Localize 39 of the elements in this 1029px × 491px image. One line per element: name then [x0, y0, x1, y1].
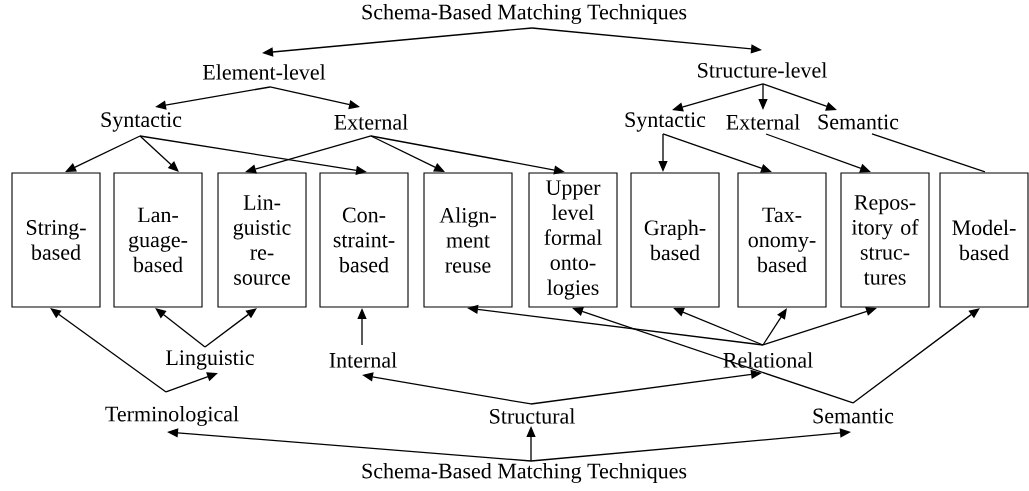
technique-box: Tax- onomy- based	[737, 172, 827, 308]
category-label: Semantic	[813, 408, 894, 424]
technique-box: Lin- guistic re- source	[217, 172, 307, 308]
technique-box: String- based	[11, 172, 101, 308]
technique-box: Model- based	[939, 172, 1029, 308]
arrow	[165, 372, 218, 393]
arrow	[662, 133, 772, 173]
arrow	[673, 307, 764, 346]
arrow	[765, 133, 871, 173]
category-label: Terminological	[105, 406, 239, 426]
connector-line	[871, 133, 986, 173]
category-label: Structural	[490, 408, 575, 424]
arrow	[139, 135, 179, 172]
category-label: Element-level	[202, 64, 326, 80]
category-label: Linguistic	[166, 350, 254, 370]
category-label: Semantic	[818, 114, 899, 130]
arrow	[762, 308, 787, 346]
arrow	[65, 135, 141, 172]
technique-box: Align- ment reuse	[423, 172, 513, 308]
category-label: Relational	[723, 352, 813, 368]
arrow	[204, 308, 257, 348]
category-label: Schema-Based Matching Techniques	[362, 4, 687, 24]
arrow	[762, 83, 837, 111]
category-label: Internal	[329, 352, 397, 368]
category-label: Syntactic	[101, 112, 182, 132]
category-label: External	[726, 114, 800, 130]
category-label: Structure-level	[698, 62, 827, 78]
category-label: External	[334, 114, 408, 130]
arrow	[50, 308, 167, 393]
technique-box: Upper level formal onto- logies	[528, 172, 618, 308]
technique-box: Con- straint- based	[319, 172, 409, 308]
arrow	[852, 308, 980, 404]
arrow	[155, 308, 206, 348]
category-label: Schema-Based Matching Techniques	[362, 463, 687, 483]
technique-box: Graph- based	[630, 172, 720, 308]
technique-box: Repos- itory of struc- tures	[840, 172, 930, 308]
category-label: Syntactic	[625, 112, 706, 132]
technique-box: Lan- guage- based	[113, 172, 203, 308]
arrow	[370, 135, 445, 172]
